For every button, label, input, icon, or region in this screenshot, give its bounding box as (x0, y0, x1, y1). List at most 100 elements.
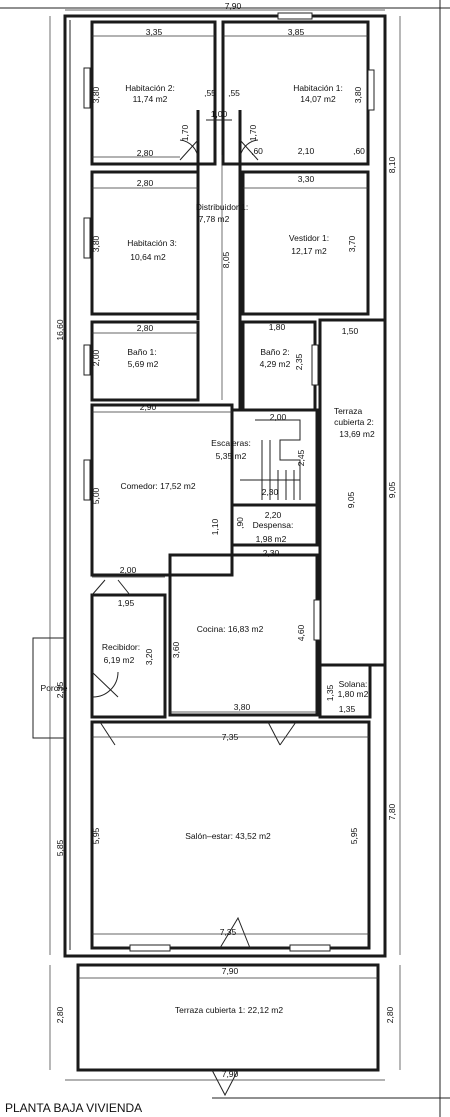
dim-rec-width: 1,95 (118, 598, 135, 608)
label-terraza-2-line1: Terraza (334, 406, 363, 416)
dim-h2-width: 3,35 (146, 27, 163, 37)
label-habitacion-3-area: 10,64 m2 (130, 252, 166, 262)
dim-total-depth-right: 8,10 (387, 156, 397, 173)
dim-terr1-width: 7,90 (222, 966, 239, 976)
label-habitacion-2-area: 11,74 m2 (133, 94, 168, 104)
label-recibidor-area: 6,19 m2 (104, 655, 135, 665)
dim-170b: 1,70 (248, 124, 258, 141)
dim-com-width: 2,90 (140, 402, 157, 412)
room-vestidor (241, 170, 370, 316)
label-habitacion-1-area: 14,07 m2 (300, 94, 336, 104)
dim-terr1-depth-r: 2,80 (385, 1006, 395, 1023)
dim-055b: ,55 (228, 88, 240, 98)
dim-esc-width: 2,00 (270, 412, 287, 422)
room-habitacion-1 (221, 20, 370, 166)
dim-salon-top: 7,35 (222, 732, 239, 742)
window-h2 (83, 67, 91, 109)
window-salon-1 (129, 944, 171, 952)
dim-total-left: 16,60 (55, 319, 65, 341)
door-comedor-recibidor (91, 579, 131, 596)
dim-110: 1,10 (210, 518, 220, 535)
dim-vest-width: 3,30 (298, 174, 315, 184)
label-terraza-2-area: 13,69 m2 (339, 429, 375, 439)
label-terraza-2-line2: cubierta 2: (334, 417, 374, 427)
room-despensa (230, 503, 319, 547)
label-despensa-area: 1,98 m2 (256, 534, 287, 544)
label-bano-1-name: Baño 1: (127, 347, 156, 357)
dim-terr-depth: 9,05 (346, 491, 356, 508)
window-comedor (83, 459, 91, 501)
dim-desp-bottom: 2,30 (263, 548, 280, 558)
dimension-lines (49, 9, 401, 1081)
room-cocina (168, 553, 319, 717)
window-cocina (313, 599, 321, 641)
room-terraza-cubierta-1 (76, 963, 380, 1072)
window-b2 (311, 344, 319, 386)
dim-esc-depth: 2,45 (296, 449, 306, 466)
dim-sol-width: 1,35 (339, 704, 356, 714)
room-salon-estar (90, 720, 371, 950)
dim-left-585: 5,85 (55, 839, 65, 856)
label-bano-2-area: 4,29 m2 (260, 359, 291, 369)
door-h2 (179, 139, 199, 161)
label-escaleras-area: 5,35 m2 (216, 451, 247, 461)
door-recibidor (91, 671, 119, 698)
dim-b1-depth: 2,00 (91, 349, 101, 366)
dim-coc-width: 3,80 (234, 702, 251, 712)
door-terraza-1 (211, 1069, 239, 1097)
dim-salon-bottom: 7,35 (220, 927, 237, 937)
dim-right-905: 9,05 (387, 481, 397, 498)
dim-h2-bottom: 2,80 (137, 148, 154, 158)
dim-com-depth: 5,00 (91, 487, 101, 504)
label-solana-area: 1,80 m2 (338, 689, 369, 699)
label-porche: Porche (41, 683, 68, 693)
dim-100: 1,00 (211, 109, 228, 119)
dim-sol-depth: 1,35 (325, 684, 335, 701)
room-habitacion-3 (90, 170, 200, 316)
label-habitacion-3-name: Habitación 3: (127, 238, 177, 248)
window-h3 (83, 217, 91, 259)
label-vestidor-area: 12,17 m2 (291, 246, 327, 256)
dim-h2-depth: 3,80 (91, 86, 101, 103)
label-solana-name: Solana: (339, 679, 368, 689)
dim-rec-depth: 3,20 (144, 648, 154, 665)
dim-60b: ,60 (353, 146, 365, 156)
dim-60a: ,60 (251, 146, 263, 156)
room-solana (318, 663, 372, 719)
dim-top-width: 7,90 (225, 1, 242, 11)
dim-rec-top: 2,00 (120, 565, 137, 575)
label-vestidor-name: Vestidor 1: (289, 233, 329, 243)
label-distribuidor-area: 7,78 m2 (199, 214, 230, 224)
dim-coc-depth-r: 4,60 (296, 624, 306, 641)
dim-vest-depth: 3,70 (347, 235, 357, 252)
dim-b1-width: 2,80 (137, 323, 154, 333)
dim-b2-width: 1,80 (269, 322, 286, 332)
dim-055a: ,55 (204, 88, 216, 98)
label-comedor: Comedor: 17,52 m2 (120, 481, 195, 491)
dim-coc-depth-l: 3,60 (171, 641, 181, 658)
dim-salon-depth-r: 5,95 (349, 827, 359, 844)
room-habitacion-2 (90, 20, 217, 166)
label-recibidor-name: Recibidor: (102, 642, 140, 652)
label-salon-estar: Salón–estar: 43,52 m2 (185, 831, 271, 841)
window-salon-2 (289, 944, 331, 952)
label-bano-2-name: Baño 2: (260, 347, 289, 357)
dim-porche-depth: 2,35 (55, 681, 65, 698)
doors-salon (99, 721, 297, 949)
dim-210: 2,10 (298, 146, 315, 156)
dim-dist-len: 8,05 (221, 251, 231, 268)
window-b1 (83, 344, 91, 376)
dim-desp-width: 2,20 (265, 510, 282, 520)
label-habitacion-2-name: Habitación 2: (125, 83, 175, 93)
label-distribuidor-name: Distribuidor 1: (196, 202, 248, 212)
dim-bottom-width: 7,90 (222, 1069, 239, 1079)
dim-h3-width: 2,80 (137, 178, 154, 188)
dim-h1-depth: 3,80 (353, 86, 363, 103)
room-bano-1 (90, 320, 200, 402)
dim-b2-depth: 2,35 (294, 353, 304, 370)
label-despensa-name: Despensa: (253, 520, 294, 530)
dim-170a: 1,70 (180, 124, 190, 141)
dim-esc-bottom: 2,30 (262, 487, 279, 497)
room-porche (32, 637, 66, 739)
